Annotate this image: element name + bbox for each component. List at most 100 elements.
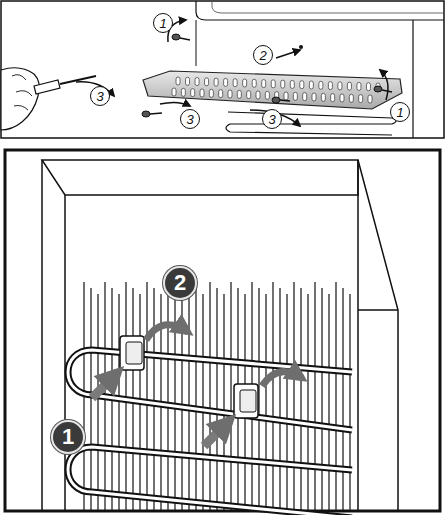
grille-slot	[359, 95, 363, 103]
screw-head	[142, 111, 150, 117]
grille-slot	[366, 83, 370, 91]
condenser-wire	[342, 288, 343, 511]
spacer-clip	[234, 384, 258, 418]
screwdriver-handle	[34, 80, 60, 94]
condenser-wire	[307, 294, 308, 511]
condenser-wire	[272, 282, 273, 511]
grille-slot	[368, 95, 372, 103]
condenser-wire	[146, 282, 147, 511]
grille-slot	[228, 90, 232, 98]
grille-slot	[331, 94, 335, 102]
grille-slot	[205, 78, 209, 86]
screwdriver-shaft	[60, 76, 96, 84]
grille-slot	[252, 79, 256, 87]
condenser-wire	[265, 294, 266, 511]
grille-slot	[309, 81, 313, 89]
cabinet-top	[196, 1, 444, 20]
screw-head	[172, 34, 180, 40]
grille-slot	[321, 93, 325, 101]
screw-head	[374, 86, 382, 92]
grille-slot	[200, 89, 204, 97]
condenser-wire	[209, 282, 210, 511]
condenser-coil	[226, 112, 396, 135]
grille-slot	[237, 90, 241, 98]
grille-slot	[209, 89, 213, 97]
screw-shaft	[382, 90, 392, 92]
condenser-wire	[314, 282, 315, 511]
callout-number: 2	[253, 45, 273, 65]
grille-slot	[281, 80, 285, 88]
screw-hole	[299, 45, 303, 49]
push-arrow	[204, 420, 230, 446]
turn-arrow	[146, 325, 188, 340]
grille-slot	[224, 78, 228, 86]
clip-body	[126, 342, 142, 364]
cabinet-side	[358, 160, 398, 511]
cabinet-top	[212, 1, 444, 13]
condenser-wire	[188, 282, 189, 511]
grille-slot	[303, 93, 307, 101]
grille-slot	[186, 77, 190, 85]
condenser-wire	[300, 288, 301, 511]
cabinet-edge	[357, 160, 359, 511]
grille-slot	[328, 82, 332, 90]
cabinet-edge	[41, 160, 43, 511]
grille-slot	[338, 82, 342, 90]
screw-shaft	[280, 100, 290, 101]
condenser-wire	[195, 288, 196, 511]
condenser-wire	[293, 282, 294, 511]
clip-body	[234, 384, 258, 418]
grille-slot	[256, 91, 260, 99]
grille-slot	[312, 93, 316, 101]
grille-slot	[284, 92, 288, 100]
callout-number: 2	[163, 266, 197, 300]
screw-head	[272, 97, 280, 103]
grille-slot	[349, 94, 353, 102]
cabinet-side	[358, 309, 398, 311]
grille-slots	[172, 77, 380, 103]
turn-arrow	[160, 102, 190, 106]
grille-slot	[347, 82, 351, 90]
coil-tube	[68, 350, 352, 515]
grille-slot	[214, 78, 218, 86]
hand-fingers	[12, 75, 32, 110]
condenser-wire	[286, 294, 287, 511]
condenser-wire	[174, 288, 175, 511]
condenser-wire	[328, 294, 329, 511]
condenser-wire	[202, 294, 203, 511]
condenser-wire	[279, 288, 280, 511]
push-arrow	[92, 372, 118, 398]
condenser-wire	[216, 288, 217, 511]
turn-arrow	[380, 70, 388, 100]
grille-slot	[176, 77, 180, 85]
grille-slot	[195, 78, 199, 86]
cabinet-edge	[196, 20, 197, 66]
grille-slot	[181, 88, 185, 96]
turn-arrow	[262, 372, 302, 386]
slide-arrow	[276, 50, 300, 58]
grille-slot	[357, 82, 361, 90]
spacer-clip	[120, 336, 144, 370]
screw	[374, 86, 392, 92]
grille-slot	[233, 79, 237, 87]
grille-slot	[293, 92, 297, 100]
screw	[142, 111, 162, 117]
grille-slot	[243, 79, 247, 87]
grille-slot	[340, 94, 344, 102]
hand	[1, 68, 39, 130]
condenser-wire	[167, 282, 168, 511]
clip-body	[120, 336, 144, 370]
grille-slot	[319, 81, 323, 89]
screw	[272, 97, 290, 103]
screw-shaft	[180, 38, 190, 40]
callout-number: 1	[390, 102, 410, 122]
grille-slot	[219, 90, 223, 98]
panel-frame	[1, 1, 444, 138]
callout-number: 1	[51, 420, 85, 454]
screw-shaft	[150, 113, 162, 114]
cabinet-edge	[412, 20, 413, 138]
condenser-wire	[349, 294, 350, 511]
grille-slot	[172, 88, 176, 96]
